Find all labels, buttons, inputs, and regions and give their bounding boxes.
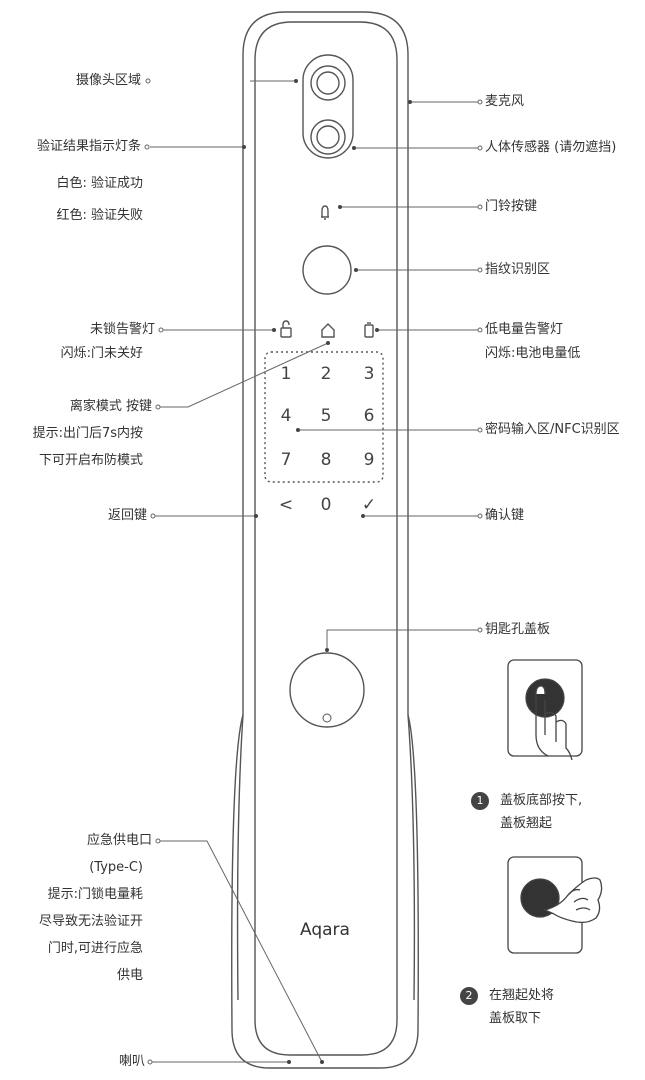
label-white-success: 白色: 验证成功	[56, 176, 143, 191]
key-1: 1	[280, 364, 292, 384]
label-human-sensor: 人体传感器 (请勿遮挡)	[485, 140, 617, 155]
label-speaker: 喇叭	[118, 1054, 145, 1069]
key-6: 6	[363, 406, 375, 426]
keyhole-cover	[289, 652, 365, 728]
label-indicator-strip: 验证结果指示灯条	[36, 139, 141, 154]
label-fingerprint: 指纹识别区	[485, 262, 551, 277]
label-keypad-area: 密码输入区/NFC识别区	[485, 422, 620, 437]
label-away-mode-tip2: 下可开启布防模式	[38, 453, 143, 468]
step1-badge: 1	[471, 792, 489, 810]
label-doorbell-key: 门铃按键	[485, 199, 538, 214]
step2-text-line2: 盖板取下	[489, 1011, 542, 1026]
label-unlock-warn: 未锁告警灯	[89, 322, 155, 337]
key-9: 9	[363, 450, 375, 470]
label-emergency-tip4: 供电	[116, 968, 143, 983]
lock-outer-body	[231, 11, 419, 1069]
label-microphone: 麦克风	[485, 94, 525, 109]
step1-illustration	[507, 659, 583, 761]
key-3: 3	[363, 364, 375, 384]
away-mode-home-icon	[321, 323, 335, 338]
key-4: 4	[280, 406, 292, 426]
leader-away-mode	[160, 342, 329, 408]
label-red-fail: 红色: 验证失败	[56, 208, 143, 223]
camera-lens-top	[310, 65, 346, 101]
label-low-battery-note: 闪烁:电池电量低	[485, 346, 581, 361]
low-battery-icon	[364, 324, 374, 338]
label-low-battery: 低电量告警灯	[485, 322, 564, 337]
label-away-mode-tip1: 提示:出门后7s内按	[32, 426, 143, 441]
step2-illustration	[507, 856, 603, 954]
key-2: 2	[320, 364, 332, 384]
label-back-key: 返回键	[107, 508, 147, 523]
doorbell-icon	[321, 205, 329, 220]
leader-emergency-port	[160, 840, 323, 1063]
label-keyhole-cover: 钥匙孔盖板	[485, 622, 551, 637]
key-8: 8	[320, 450, 332, 470]
label-camera-area: 摄像头区域	[75, 73, 141, 88]
step1-text-line2: 盖板翘起	[500, 816, 553, 831]
camera-lens-bottom	[310, 119, 346, 155]
label-emergency-tip2: 尽导致无法验证开	[38, 914, 143, 929]
step1-text-line1: 盖板底部按下,	[500, 793, 583, 808]
brand-logo: Aqara	[300, 920, 350, 940]
step2-badge: 2	[460, 987, 478, 1005]
lock-lower-bezel-right	[407, 714, 416, 1001]
key-back: <	[278, 495, 294, 515]
key-5: 5	[320, 406, 332, 426]
key-0: 0	[320, 495, 332, 515]
camera-housing	[302, 54, 354, 159]
keypad-dashed-area	[264, 351, 384, 483]
label-unlock-warn-note: 闪烁:门未关好	[60, 346, 143, 361]
fingerprint-sensor	[302, 245, 352, 295]
key-confirm: ✓	[361, 495, 377, 515]
label-away-mode-key: 离家模式 按键	[69, 399, 152, 414]
key-7: 7	[280, 450, 292, 470]
leader-keyhole	[326, 629, 478, 650]
label-emergency-tip3: 门时,可进行应急	[47, 941, 143, 956]
lock-inner-panel	[254, 21, 398, 1056]
label-emergency-tip1: 提示:门锁电量耗	[47, 887, 143, 902]
label-type-c: (Type-C)	[89, 860, 143, 875]
step2-text-line1: 在翘起处将	[489, 988, 555, 1003]
label-emergency-port: 应急供电口	[86, 833, 152, 848]
label-confirm-key: 确认键	[485, 508, 525, 523]
unlock-warn-lock-icon	[280, 327, 292, 338]
lock-lower-bezel-left	[236, 714, 244, 1001]
